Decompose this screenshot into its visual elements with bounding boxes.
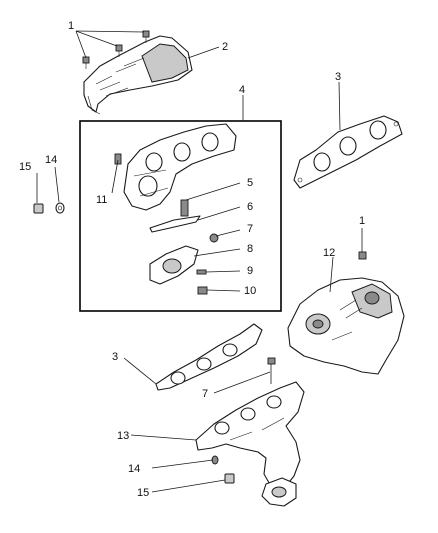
boxed-flange-8 [149, 245, 199, 285]
upper-gasket [293, 115, 403, 189]
callout-1-right: 1 [359, 215, 365, 227]
callout-4: 4 [239, 84, 245, 96]
callout-6: 6 [247, 201, 253, 213]
callout-3-top: 3 [335, 71, 341, 83]
boxed-exhaust-manifold [123, 123, 237, 211]
boxed-pin-9 [196, 269, 207, 275]
callout-12: 12 [323, 247, 335, 259]
detail-box [79, 120, 282, 312]
callout-1-top: 1 [68, 20, 74, 32]
boxed-bolt-7 [209, 233, 219, 243]
boxed-gasket-6 [149, 215, 201, 233]
lower-exhaust-manifold [195, 381, 305, 507]
callout-14-left: 14 [45, 154, 57, 166]
callout-9: 9 [247, 265, 253, 277]
lower-nut-15 [224, 473, 235, 484]
callout-11: 11 [96, 194, 107, 206]
loose-washer-14 [55, 202, 65, 214]
callout-15-left: 15 [19, 161, 31, 173]
lower-gasket [155, 323, 263, 391]
callout-5: 5 [247, 177, 253, 189]
callout-labels: 1 2 3 4 5 6 7 8 9 10 11 12 1 14 15 3 7 1… [19, 20, 365, 499]
leader-lines [36, 30, 363, 493]
lower-bolt [267, 357, 276, 384]
callout-7-box: 7 [247, 223, 253, 235]
lower-heat-shield [287, 277, 405, 375]
boxed-stud [114, 153, 122, 165]
callout-7-bottom: 7 [202, 388, 208, 400]
boxed-stud-5 [180, 199, 189, 217]
callout-15-bottom: 15 [137, 487, 149, 499]
callout-13: 13 [117, 430, 129, 442]
shield-bolt-right [358, 251, 367, 260]
loose-nut-15 [33, 203, 44, 214]
callout-2: 2 [222, 41, 228, 53]
callout-3-bottom: 3 [112, 351, 118, 363]
callout-14-bottom: 14 [128, 463, 140, 475]
upper-heat-shield [83, 35, 193, 115]
callout-10: 10 [244, 285, 256, 297]
boxed-nut-10 [197, 286, 208, 295]
callout-8: 8 [247, 243, 253, 255]
